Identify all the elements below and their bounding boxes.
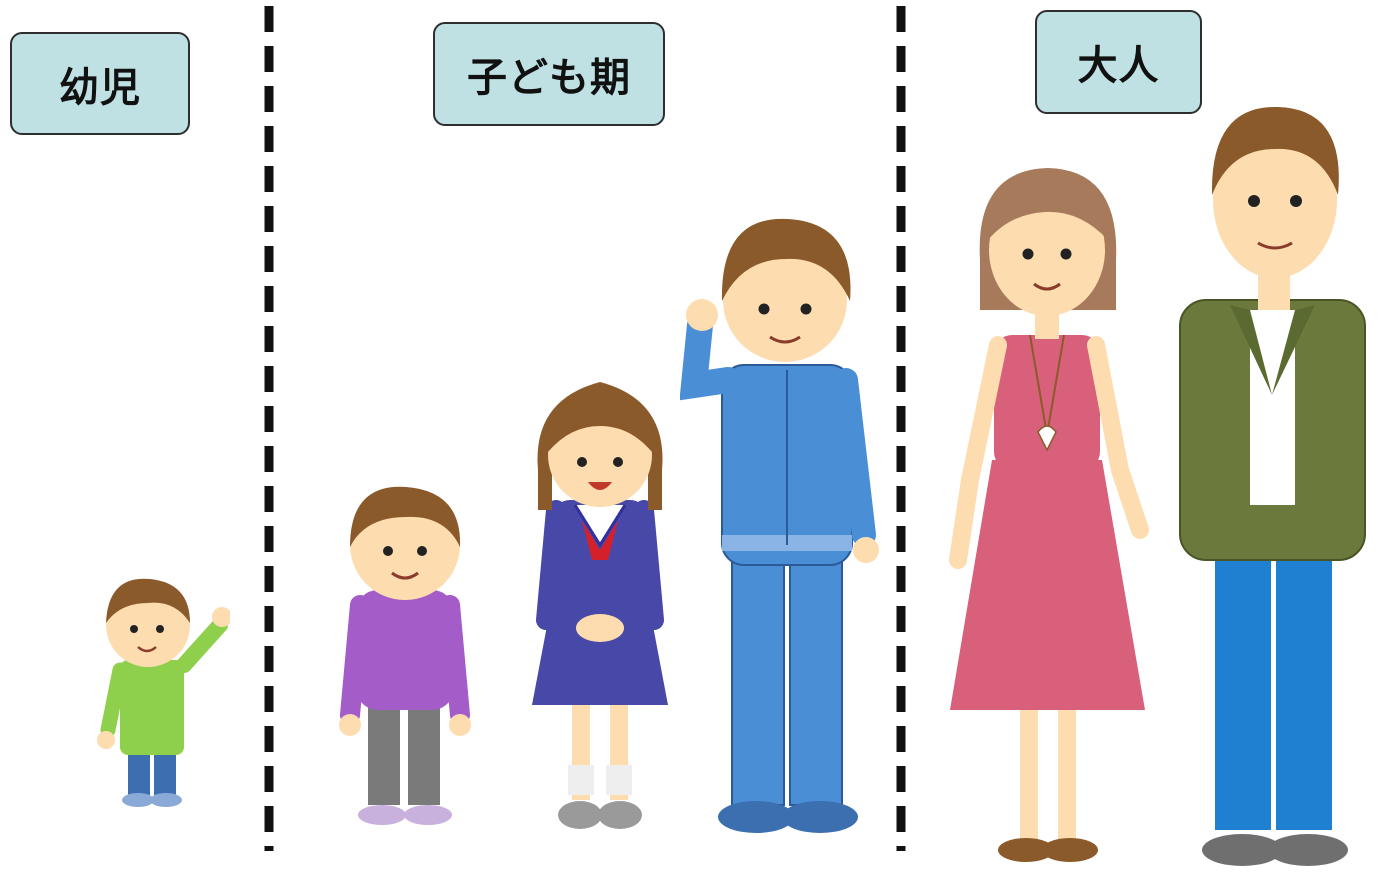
girl-sailor-uniform-icon (532, 382, 668, 829)
woman-pink-dress-icon (949, 168, 1149, 862)
boy-purple-hoodie-icon (339, 486, 471, 825)
man-green-jacket-icon (1179, 106, 1366, 866)
stage-label-infant: 幼児 (10, 32, 190, 135)
stage-label-adult: 大人 (1035, 10, 1202, 114)
stage-divider-childhood-adult (896, 6, 906, 851)
stage-label-childhood: 子ども期 (433, 22, 665, 126)
toddler-waving-icon (97, 578, 230, 807)
stage-divider-infant-childhood (264, 6, 274, 851)
teen-boy-tracksuit-icon (680, 218, 879, 833)
